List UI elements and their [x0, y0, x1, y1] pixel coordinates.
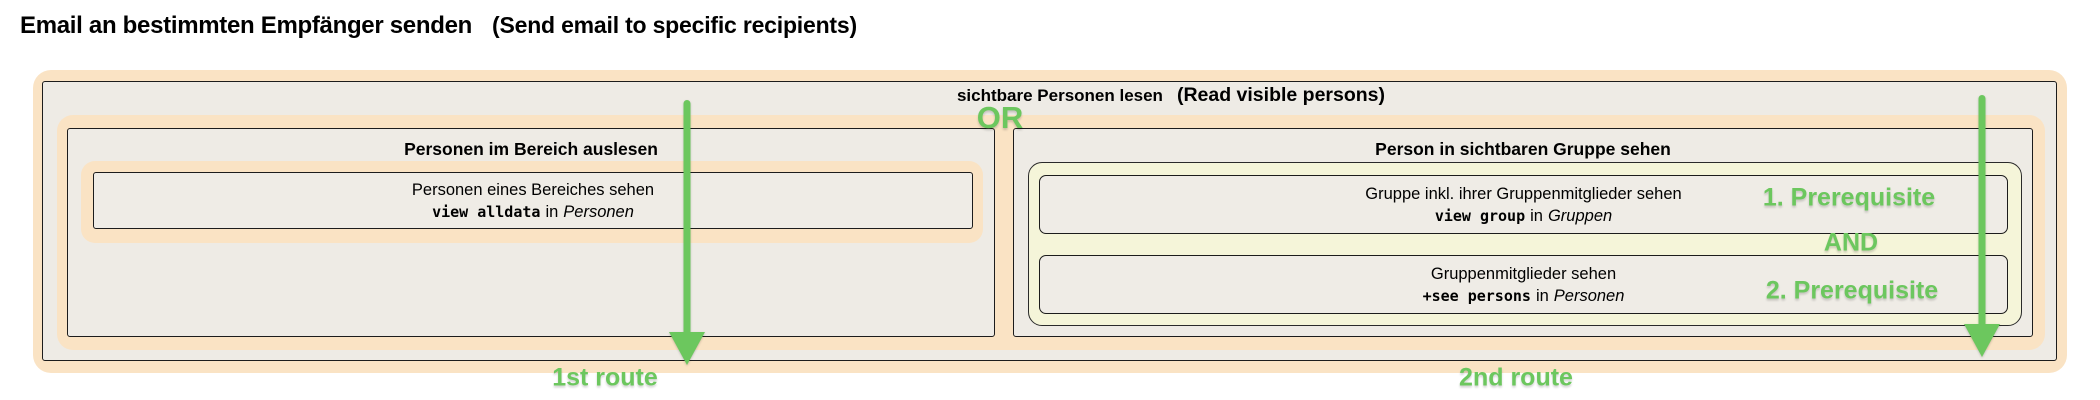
or-label: OR [976, 100, 1024, 135]
left-route-title: Personen im Bereich auslesen [404, 139, 658, 159]
second-route-arrow-icon [1964, 95, 2000, 358]
second-route-label: 2nd route [1459, 363, 1573, 392]
outer-permission-title-german: sichtbare Personen lesen [956, 86, 1163, 105]
prerequisite2-code: +see persons [1422, 286, 1531, 305]
first-route-arrow-icon [669, 100, 705, 365]
first-route-arrow-head [669, 332, 705, 365]
prerequisite1-annotation: 1. Prerequisite [1762, 183, 1936, 212]
prerequisites-container: Gruppe inkl. ihrer Gruppenmitglieder seh… [1028, 162, 2022, 326]
right-route-box: Person in sichtbaren Gruppe sehen Gruppe… [1013, 128, 2033, 337]
page-title-german: Email an bestimmten Empfänger senden [20, 12, 472, 39]
prerequisite1-scope: Gruppen [1547, 206, 1613, 225]
left-permission-box: Personen eines Bereiches sehen view alld… [93, 172, 973, 229]
prerequisite1-description: Gruppe inkl. ihrer Gruppenmitglieder seh… [1365, 184, 1682, 203]
left-permission-rule: view alldata in Personen [432, 201, 634, 223]
prerequisite2-description: Gruppenmitglieder sehen [1430, 264, 1617, 283]
second-route-arrow-head [1964, 324, 2000, 357]
first-route-arrow-shaft [683, 100, 691, 338]
prerequisite1-code: view group [1434, 206, 1526, 225]
left-permission-scope: Personen [563, 202, 634, 221]
prerequisite1-connector: in [1530, 206, 1543, 225]
prerequisite2-connector: in [1535, 286, 1549, 305]
prerequisite2-box: Gruppenmitglieder sehen +see persons in … [1039, 255, 2008, 314]
and-label: AND [1823, 228, 1879, 257]
left-permission-code: view alldata [432, 202, 541, 221]
page-title-english: (Send email to specific recipients) [492, 12, 857, 38]
page-title: Email an bestimmten Empfänger senden (Se… [20, 12, 857, 40]
outer-permission-title: sichtbare Personen lesen (Read visible p… [957, 84, 1385, 107]
prerequisite2-rule: +see persons in Personen [1423, 285, 1625, 307]
outer-permission-title-english: (Read visible persons) [1176, 84, 1386, 106]
prerequisite2-annotation: 2. Prerequisite [1765, 276, 1939, 305]
prerequisite2-scope: Personen [1553, 286, 1625, 305]
prerequisite1-rule: view group in Gruppen [1435, 205, 1612, 227]
right-route-title: Person in sichtbaren Gruppe sehen [1375, 139, 1671, 159]
second-route-arrow-shaft [1978, 95, 1986, 330]
prerequisite1-box: Gruppe inkl. ihrer Gruppenmitglieder seh… [1039, 175, 2008, 234]
first-route-label: 1st route [552, 363, 658, 392]
left-permission-description: Personen eines Bereiches sehen [411, 180, 655, 199]
left-permission-connector: in [545, 202, 559, 221]
left-route-box: Personen im Bereich auslesen Personen ei… [67, 128, 995, 337]
